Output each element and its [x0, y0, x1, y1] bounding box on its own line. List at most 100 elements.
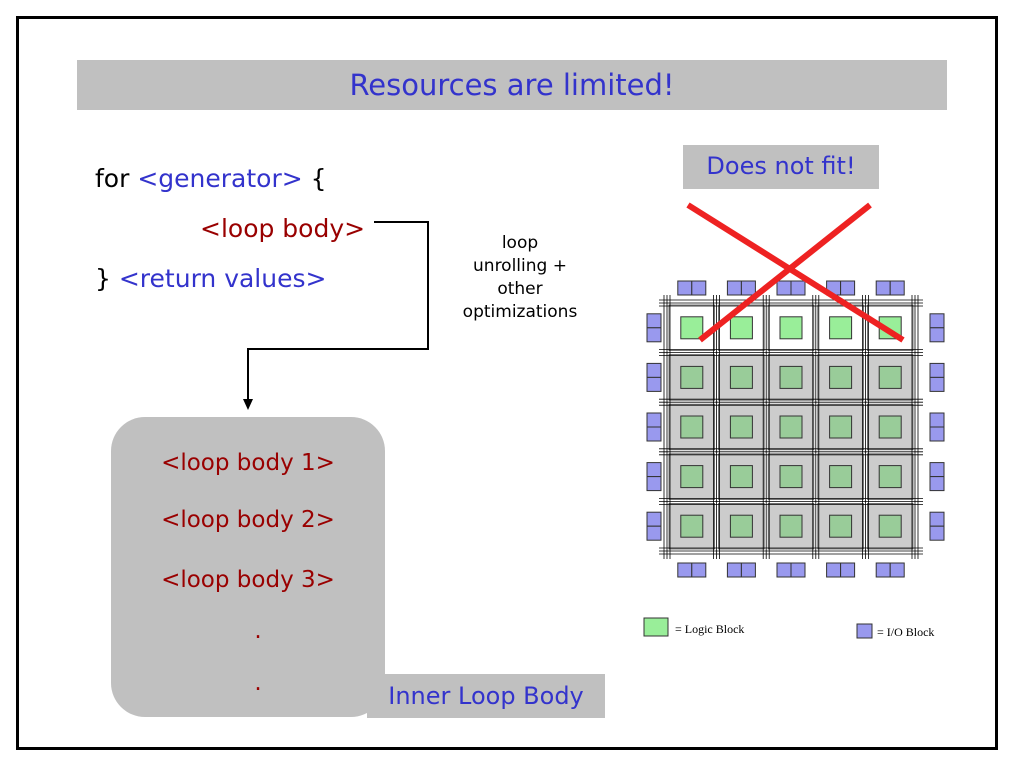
inner-loop-item: . [254, 618, 262, 644]
io-block [726, 280, 742, 296]
inner-loop-item: <loop body 2> [161, 507, 335, 533]
io-block [646, 313, 662, 329]
return-values-text: <return values> [118, 264, 327, 293]
logic-block [779, 316, 803, 340]
unroll-arrowhead [243, 399, 253, 410]
logic-block [878, 465, 902, 489]
io-block [790, 562, 806, 578]
inner-loop-item: . [254, 670, 262, 696]
io-block-legend-label: = I/O Block [877, 625, 935, 639]
logic-block [680, 365, 704, 389]
cross-line [686, 202, 905, 343]
io-block [691, 280, 707, 296]
io-block [726, 562, 742, 578]
io-block [889, 280, 905, 296]
logic-block [680, 514, 704, 538]
logic-block [779, 465, 803, 489]
io-block [646, 525, 662, 541]
code-line-return: } <return values> [95, 264, 326, 293]
io-block [740, 280, 756, 296]
io-block [646, 462, 662, 478]
logic-block [878, 365, 902, 389]
io-block [677, 280, 693, 296]
io-block [875, 280, 891, 296]
logic-block [829, 365, 853, 389]
io-block [646, 327, 662, 343]
logic-block [829, 415, 853, 439]
io-block [929, 313, 945, 329]
loop-body-text: <loop body> [200, 214, 366, 243]
io-block [875, 562, 891, 578]
inner-loop-item: <loop body 3> [161, 567, 335, 593]
logic-block [680, 316, 704, 340]
io-block [929, 462, 945, 478]
cross-line [698, 202, 872, 343]
logic-block [779, 415, 803, 439]
code-line-for: for <generator> { [95, 164, 327, 193]
slide-title: Resources are limited! [349, 68, 675, 102]
logic-block [779, 365, 803, 389]
logic-block [779, 514, 803, 538]
logic-block [729, 514, 753, 538]
io-block [929, 426, 945, 442]
logic-block-legend-swatch [643, 617, 669, 637]
io-block [840, 562, 856, 578]
logic-block [729, 316, 753, 340]
io-block [677, 562, 693, 578]
io-block [646, 412, 662, 428]
io-block [790, 280, 806, 296]
fpga-grid [646, 280, 945, 578]
logic-block [878, 415, 902, 439]
io-block [929, 376, 945, 392]
io-block [826, 562, 842, 578]
inner-loop-label-box: Inner Loop Body [367, 674, 605, 718]
open-brace: { [310, 164, 327, 193]
logic-block [680, 415, 704, 439]
io-block [929, 327, 945, 343]
inner-loop-item: <loop body 1> [161, 450, 335, 476]
close-brace: } [95, 264, 111, 293]
logic-block [680, 465, 704, 489]
logic-block-legend-label: = Logic Block [675, 622, 745, 636]
io-block [929, 511, 945, 527]
io-block [691, 562, 707, 578]
io-block [840, 280, 856, 296]
logic-block [829, 465, 853, 489]
for-keyword: for [95, 164, 130, 193]
io-block [889, 562, 905, 578]
title-bar: Resources are limited! [77, 60, 947, 110]
note-line-2: unrolling + [473, 256, 567, 276]
fpga-tile [668, 403, 715, 451]
logic-block [729, 365, 753, 389]
inner-loop-box: <loop body 1> <loop body 2> <loop body 3… [111, 417, 385, 717]
logic-block [878, 514, 902, 538]
inner-loop-label: Inner Loop Body [388, 682, 584, 710]
note-line-1: loop [501, 233, 539, 253]
transform-note: loop unrolling + other optimizations [445, 232, 595, 324]
io-block [646, 426, 662, 442]
logic-block [729, 465, 753, 489]
io-block [929, 525, 945, 541]
io-block [776, 280, 792, 296]
io-block [646, 511, 662, 527]
red-cross [686, 202, 905, 343]
unroll-connector [247, 221, 429, 400]
io-block [929, 476, 945, 492]
does-not-fit-box: Does not fit! [683, 145, 879, 189]
io-block [646, 376, 662, 392]
io-block [776, 562, 792, 578]
does-not-fit-label: Does not fit! [706, 152, 856, 180]
generator-text: <generator> [137, 164, 303, 193]
io-block [740, 562, 756, 578]
io-block [929, 412, 945, 428]
io-block-legend-swatch [856, 623, 873, 639]
logic-block [829, 514, 853, 538]
io-block [646, 362, 662, 378]
io-block [646, 476, 662, 492]
logic-block [729, 415, 753, 439]
io-block [929, 362, 945, 378]
logic-block [829, 316, 853, 340]
note-line-4: optimizations [462, 302, 578, 322]
note-line-3: other [497, 279, 543, 299]
